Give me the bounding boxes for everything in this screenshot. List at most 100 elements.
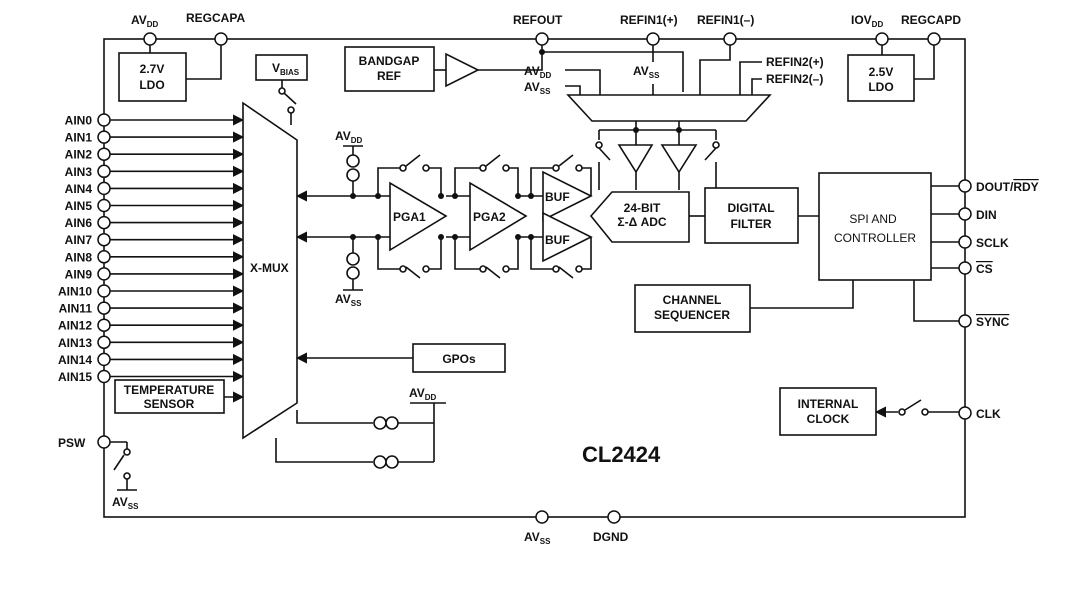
- pin-sync-label: SYNC: [976, 315, 1010, 329]
- pin-refout-label: REFOUT: [513, 13, 563, 27]
- ain-pin-label: AIN8: [65, 250, 93, 264]
- pga1-label: PGA1: [393, 210, 426, 224]
- vbias-label: VBIAS: [272, 61, 300, 77]
- ain-pin-label: AIN7: [65, 233, 93, 247]
- reference-mux: [566, 94, 772, 122]
- ain-pin: AIN11: [59, 301, 245, 316]
- buf-top-label: BUF: [545, 190, 570, 204]
- bottom-avdd-label: AVDD: [409, 386, 437, 402]
- ain-pin-group: AIN0AIN1AIN2AIN3AIN4AIN5AIN6AIN7AIN8AIN9…: [58, 113, 245, 384]
- ain-pin: AIN13: [58, 335, 245, 350]
- ref-buffer-left: [617, 144, 654, 174]
- ain-pin: AIN5: [65, 198, 245, 213]
- pin-refin1n-label: REFIN1(–): [697, 13, 754, 27]
- svg-text:2.5V: 2.5V: [869, 65, 894, 79]
- ain-pin: AIN0: [65, 113, 245, 128]
- buf-top-amplifier: [542, 170, 593, 222]
- pga2-label: PGA2: [473, 210, 506, 224]
- ain-pin-circle: [97, 369, 111, 384]
- pin-cs: CS: [958, 261, 993, 276]
- ref-mux-avss-label: AVSS: [524, 80, 551, 96]
- ain-pin: AIN15: [58, 369, 245, 384]
- ain-pin-circle: [97, 164, 111, 179]
- ain-pin-circle: [97, 267, 111, 281]
- svg-text:SPI AND: SPI AND: [849, 212, 897, 226]
- pin-clk-label: CLK: [976, 407, 1001, 421]
- pin-clk: CLK: [958, 406, 1001, 421]
- pin-din-label: DIN: [976, 208, 997, 222]
- ref-mux-refin2n-label: REFIN2(–): [766, 72, 823, 86]
- pin-regcapa: REGCAPA: [186, 11, 245, 46]
- pin-refout: REFOUT: [513, 13, 563, 46]
- buf-bottom-amplifier: [542, 211, 593, 263]
- pin-cs-label: CS: [976, 262, 993, 276]
- ain-pin-circle: [97, 181, 111, 196]
- temperature-sensor-block: TEMPERATURE SENSOR: [114, 379, 225, 414]
- ain-pin-circle: [97, 284, 111, 298]
- svg-text:INTERNAL: INTERNAL: [798, 397, 859, 411]
- ain-pin-circle: [97, 215, 111, 230]
- svg-text:SENSOR: SENSOR: [144, 397, 195, 411]
- ref-buffer-right: [660, 144, 698, 174]
- psw-avss-label: AVSS: [112, 495, 139, 511]
- ain-pin-label: AIN4: [65, 182, 93, 196]
- pin-din: DIN: [958, 207, 997, 222]
- pin-dgnd: DGND: [593, 510, 629, 544]
- svg-text:SEQUENCER: SEQUENCER: [654, 308, 730, 322]
- svg-text:FILTER: FILTER: [730, 217, 771, 231]
- ain-pin-circle: [97, 232, 111, 247]
- vbias-block: VBIAS: [255, 54, 308, 81]
- bias-avdd-label: AVDD: [335, 129, 363, 145]
- digital-filter-block: DIGITAL FILTER: [704, 187, 799, 244]
- ain-pin-label: AIN0: [65, 114, 93, 128]
- ain-pin-label: AIN14: [58, 353, 92, 367]
- ain-pin: AIN8: [65, 250, 245, 264]
- svg-text:2.7V: 2.7V: [140, 62, 165, 76]
- svg-text:DIGITAL: DIGITAL: [727, 201, 774, 215]
- ain-pin: AIN4: [65, 181, 245, 196]
- chip-title: CL2424: [582, 442, 661, 467]
- gpos-block: GPOs: [412, 343, 506, 373]
- svg-text:24-BIT: 24-BIT: [624, 201, 661, 215]
- ain-pin: AIN1: [65, 130, 245, 145]
- spi-controller-block: SPI AND CONTROLLER: [818, 172, 932, 281]
- ain-pin-label: AIN15: [58, 370, 92, 384]
- ain-pin-label: AIN9: [65, 267, 93, 281]
- pin-iovdd: IOVDD: [851, 13, 889, 46]
- svg-text:LDO: LDO: [139, 78, 164, 92]
- ain-pin-label: AIN1: [65, 131, 93, 145]
- ain-pin: AIN2: [65, 147, 245, 162]
- ain-pin-label: AIN5: [65, 199, 93, 213]
- ref-mux-avdd-label: AVDD: [524, 64, 552, 80]
- pin-refin1p-label: REFIN1(+): [620, 13, 678, 27]
- x-mux: [242, 101, 298, 440]
- pin-dgnd-label: DGND: [593, 530, 629, 544]
- ain-pin: AIN14: [58, 352, 245, 367]
- svg-text:LDO: LDO: [868, 80, 893, 94]
- pga2-amplifier: [469, 181, 528, 252]
- pin-refin1-neg: REFIN1(–): [697, 13, 754, 46]
- ain-pin-label: AIN12: [58, 319, 92, 333]
- ain-pin-circle: [97, 250, 111, 264]
- svg-text:CHANNEL: CHANNEL: [663, 293, 722, 307]
- pin-dout-rdy: DOUT/RDY: [958, 179, 1039, 194]
- ain-pin-circle: [97, 147, 111, 161]
- ain-pin: AIN3: [65, 164, 245, 179]
- xmux-label: X-MUX: [250, 261, 289, 275]
- pin-avdd-top: AVDD: [131, 13, 159, 46]
- ldo-2v5-block: 2.5V LDO: [847, 54, 915, 102]
- pin-dout-label: DOUT/RDY: [976, 180, 1039, 194]
- pin-psw: PSW: [58, 435, 111, 450]
- svg-text:GPOs: GPOs: [442, 352, 476, 366]
- pin-regcapd: REGCAPD: [901, 13, 961, 46]
- ain-pin: AIN7: [65, 232, 245, 247]
- pin-avdd-label: AVDD: [131, 13, 159, 29]
- ain-pin-label: AIN3: [65, 165, 93, 179]
- ain-pin-circle: [97, 198, 111, 213]
- pin-refin1-pos: REFIN1(+): [620, 13, 678, 46]
- channel-sequencer-block: CHANNEL SEQUENCER: [634, 284, 751, 333]
- pin-psw-label: PSW: [58, 436, 86, 450]
- buf-bottom-label: BUF: [545, 233, 570, 247]
- ain-pin-circle: [97, 301, 111, 315]
